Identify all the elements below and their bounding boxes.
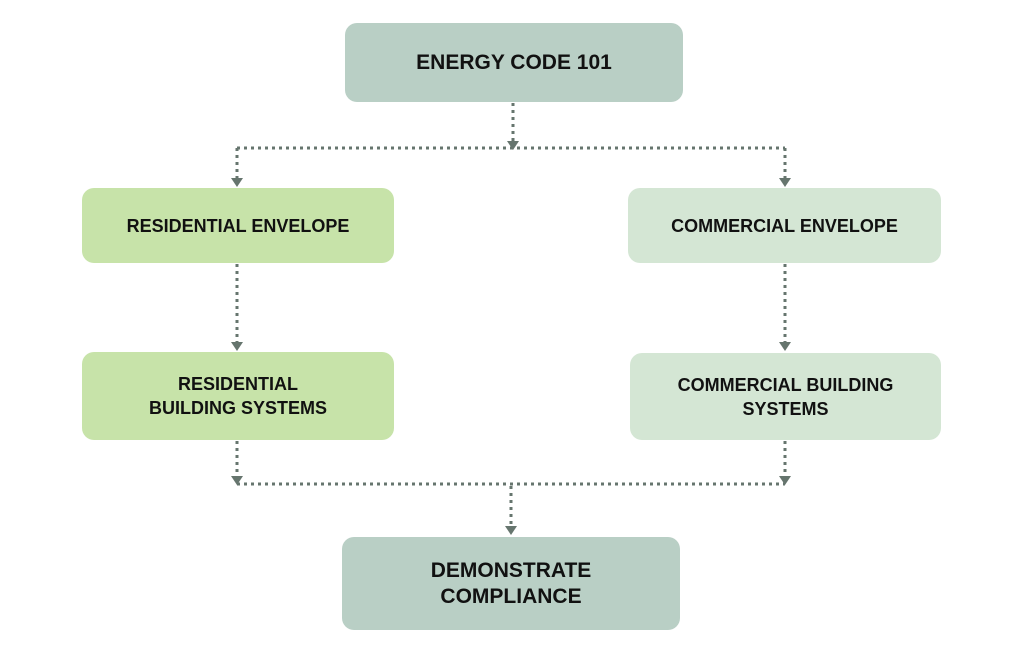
arrowhead-icon [779, 178, 791, 187]
arrowhead-icon [231, 342, 243, 351]
node-residential-envelope: RESIDENTIAL ENVELOPE [82, 188, 394, 263]
node-label: COMMERCIAL BUILDING SYSTEMS [677, 374, 894, 419]
arrowhead-icon [779, 342, 791, 351]
node-label: DEMONSTRATE COMPLIANCE [430, 558, 592, 608]
arrowhead-icon [231, 476, 243, 485]
node-label: COMMERCIAL ENVELOPE [671, 215, 898, 236]
node-demonstrate-compliance: DEMONSTRATE COMPLIANCE [342, 537, 680, 630]
connector-root-split [235, 103, 787, 178]
arrowhead-icon [231, 178, 243, 187]
node-label: RESIDENTIAL ENVELOPE [126, 215, 350, 236]
node-residential-building-systems: RESIDENTIAL BUILDING SYSTEMS [82, 352, 394, 440]
node-label: ENERGY CODE 101 [416, 50, 612, 74]
arrowhead-icon [505, 526, 517, 535]
arrowhead-icon [779, 476, 791, 485]
node-commercial-envelope: COMMERCIAL ENVELOPE [628, 188, 941, 263]
connector-merge [235, 441, 787, 526]
node-energy-code-101: ENERGY CODE 101 [345, 23, 683, 102]
arrowhead-icon [507, 141, 519, 150]
node-commercial-building-systems: COMMERCIAL BUILDING SYSTEMS [630, 353, 941, 440]
node-label: RESIDENTIAL BUILDING SYSTEMS [148, 374, 327, 418]
